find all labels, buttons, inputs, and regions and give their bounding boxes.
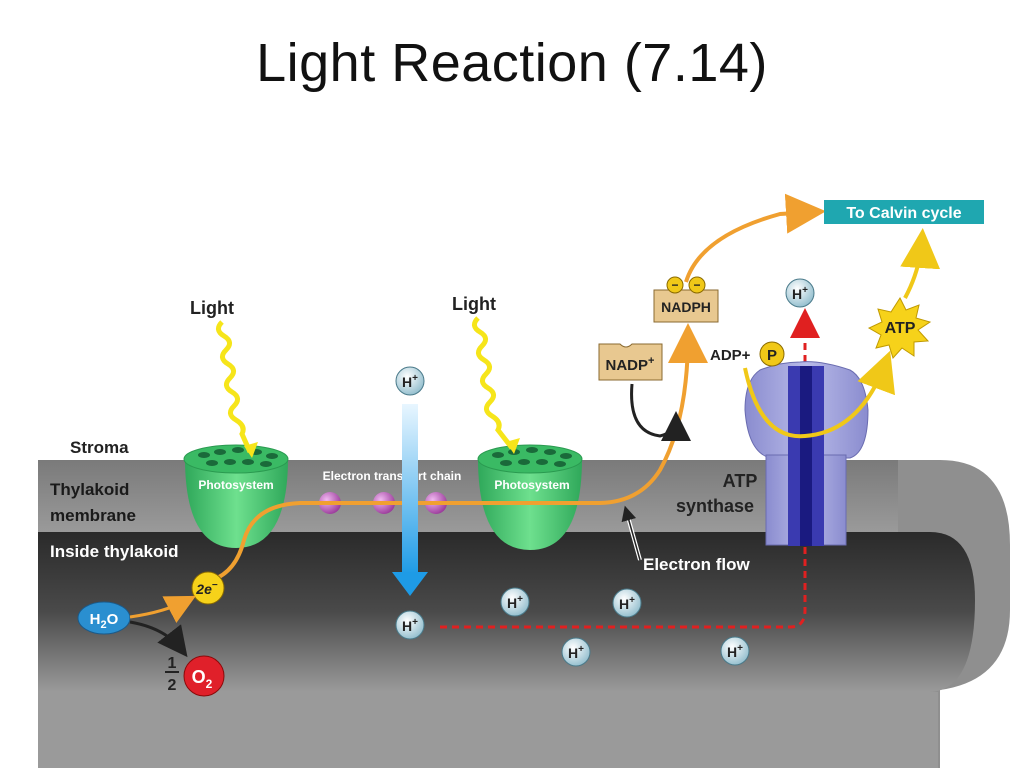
nadph-to-calvin-arrow [684,193,826,283]
h-plus-ion: H+ [395,366,425,396]
phosphate-icon [759,341,785,367]
calvin-cycle-label: To Calvin cycle [846,205,961,222]
nadph: − − NADPH [653,276,719,323]
atp-label: ATP [885,320,916,337]
svg-text:O2: O2 [192,667,213,691]
two-electrons: 2e− [191,571,225,605]
svg-text:H+: H+ [792,285,808,302]
h-plus-ion: H+ [612,588,642,618]
photosystem-1: Photosystem [183,444,289,548]
h-plus-ion: H+ [561,637,591,667]
light-1-wave [216,320,253,454]
inside-thylakoid-label: Inside thylakoid [50,542,178,561]
calvin-cycle-box [824,200,984,224]
adp-plus-label: ADP+ [710,347,751,364]
proton-pump-arrow [402,404,418,574]
nadph-label: NADPH [661,299,711,315]
h-plus-ion: H+ [720,636,750,666]
svg-text:NADP+: NADP+ [606,355,655,374]
nadp-label: NADP [606,357,649,374]
atp-starburst: ATP [867,296,932,359]
half-denominator: 2 [168,677,177,694]
atp-synthase-label-line1: ATP [723,471,758,491]
photosystem-1-label: Photosystem [198,478,273,492]
svg-text:H+: H+ [402,617,418,634]
thylakoid-membrane-label-line2: membrane [50,506,136,525]
svg-text:H+: H+ [727,643,743,660]
phosphate-label: P [767,347,777,364]
svg-text:2e−: 2e− [195,580,218,597]
svg-text:−: − [693,278,700,292]
atp-synthase [744,361,869,546]
light-2-label: Light [452,294,496,314]
nadp-plus: NADP+ [598,343,663,381]
water-split-oxygen-arrow [129,620,188,658]
svg-text:−: − [671,278,678,292]
h-plus-ion: H+ [500,587,530,617]
slide-title: Light Reaction (7.14) [256,33,768,93]
h-plus-ion: H+ [785,278,815,308]
photosystem-2-label: Photosystem [494,478,569,492]
atp-formation-path [743,350,895,439]
water-molecule: H2O [77,601,131,635]
svg-text:H+: H+ [402,373,418,390]
svg-text:H+: H+ [507,594,523,611]
proton-flow-path [440,308,820,629]
water-split-electron-arrow [129,595,196,624]
atp-to-calvin-arrow [900,228,941,299]
atp-synthase-label-line2: synthase [676,496,754,516]
electron-flow-label: Electron flow [643,555,751,574]
half-numerator: 1 [168,655,177,672]
nadp-reduction-arrow [630,383,691,442]
electron-transport-chain-label: Electron transport chain [323,469,462,483]
svg-text:H+: H+ [568,644,584,661]
thylakoid-membrane-label-line1: Thylakoid [50,480,129,499]
oxygen-molecule: O2 [183,655,225,697]
light-1-label: Light [190,298,234,318]
svg-text:H+: H+ [619,595,635,612]
light-2-wave [472,316,514,450]
h-plus-ion: H+ [395,610,425,640]
stroma-label: Stroma [70,438,129,457]
svg-text:H2O: H2O [90,611,119,631]
